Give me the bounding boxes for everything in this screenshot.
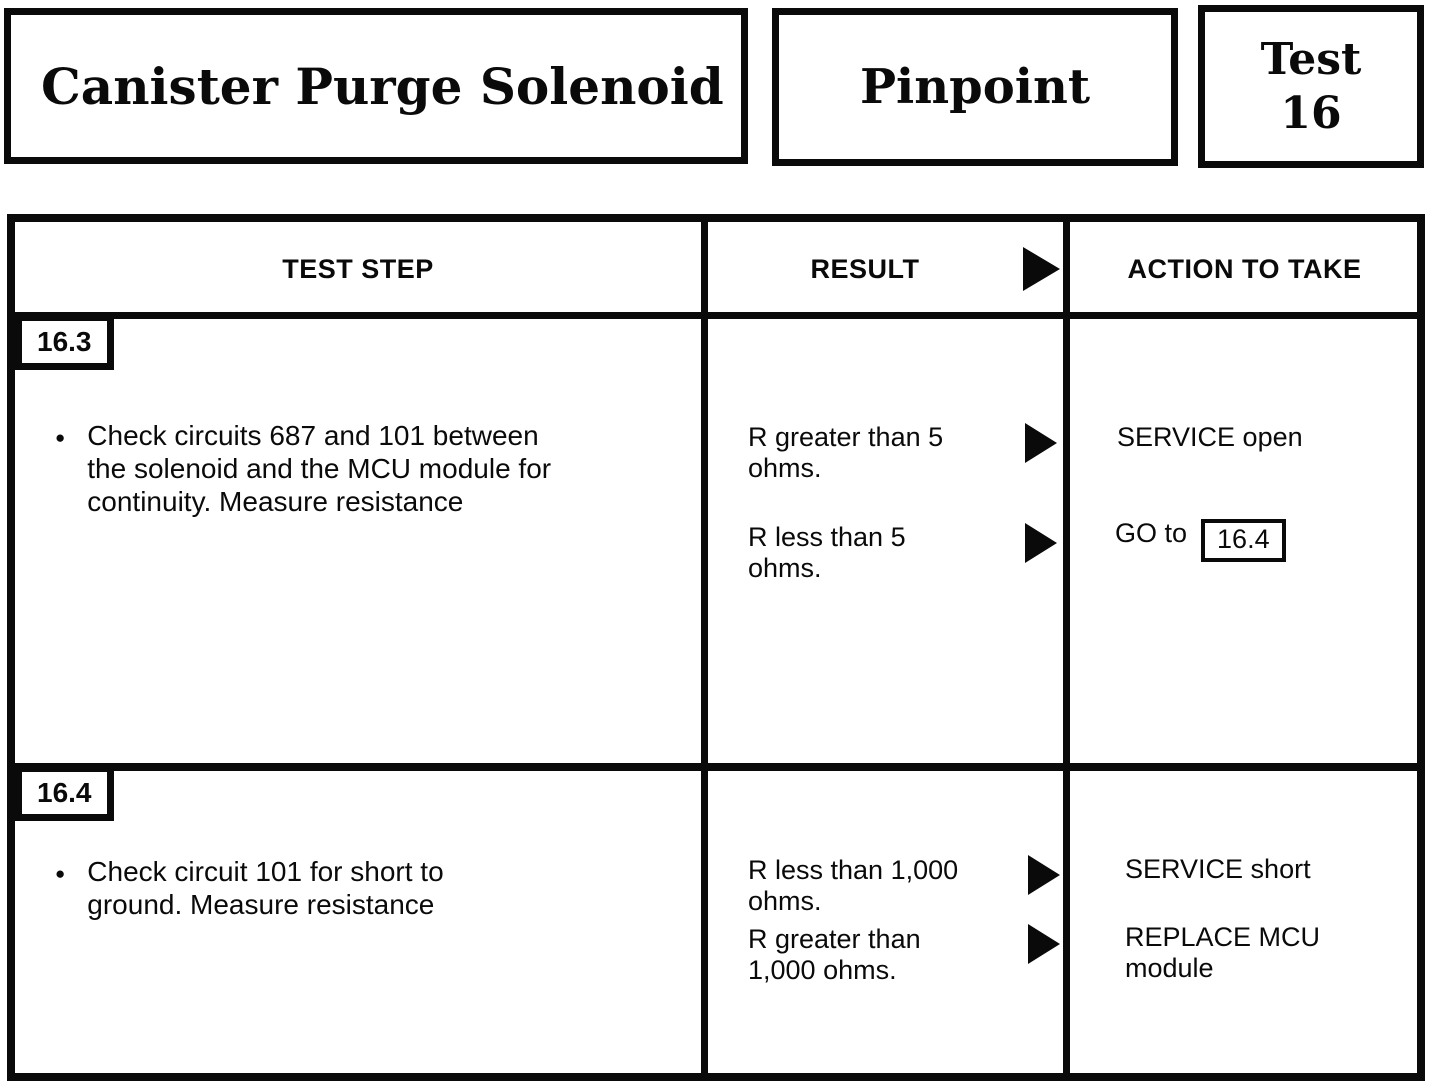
component-title-box: Canister Purge Solenoid [4,8,748,164]
column-divider [701,222,708,1073]
action-text: REPLACE MCU module [1125,922,1321,983]
result-condition: R greater than 5 ohms. [748,422,944,483]
result-condition: R less than 5 ohms. [748,522,906,583]
test-word: Test [1260,33,1362,85]
test-step-text: Check circuits 687 and 101 between the s… [87,420,552,517]
header-divider [15,312,1417,319]
action-text: SERVICE open [1117,422,1303,452]
action-text: GO to 16.4 [1115,518,1286,562]
column-divider [1063,222,1070,1073]
step-ref-box: 16.4 [1201,519,1286,562]
result-condition: R less than 1,000 ohms. [748,855,959,916]
test-step-item: ● Check circuits 687 and 101 between the… [55,419,615,518]
column-header-action: ACTION TO TAKE [1127,254,1362,284]
test-step-text: Check circuit 101 for short to ground. M… [87,856,444,920]
test-number-box: Test 16 [1198,5,1424,168]
page-title: Canister Purge Solenoid [41,56,724,116]
step-id-box: 16.4 [15,765,114,821]
arrow-right-icon [1023,247,1060,291]
arrow-right-icon [1028,855,1060,895]
arrow-right-icon [1028,924,1060,964]
column-header-result: RESULT [810,254,920,284]
pinpoint-test-table: TEST STEP RESULT ACTION TO TAKE 16.3 ● C… [7,214,1425,1081]
arrow-right-icon [1025,423,1057,463]
action-go-to-label: GO to [1115,518,1188,548]
action-text: SERVICE short [1125,854,1311,884]
test-number: 16 [1280,87,1342,139]
bullet-icon: ● [55,428,66,447]
bullet-icon: ● [55,864,66,883]
arrow-right-icon [1025,523,1057,563]
row-divider [15,763,1417,771]
step-id-box: 16.3 [15,314,114,370]
test-step-item: ● Check circuit 101 for short to ground.… [55,855,615,921]
pinpoint-label: Pinpoint [859,59,1091,115]
result-condition: R greater than 1,000 ohms. [748,924,921,985]
pinpoint-box: Pinpoint [772,8,1178,166]
column-header-test-step: TEST STEP [282,254,434,284]
